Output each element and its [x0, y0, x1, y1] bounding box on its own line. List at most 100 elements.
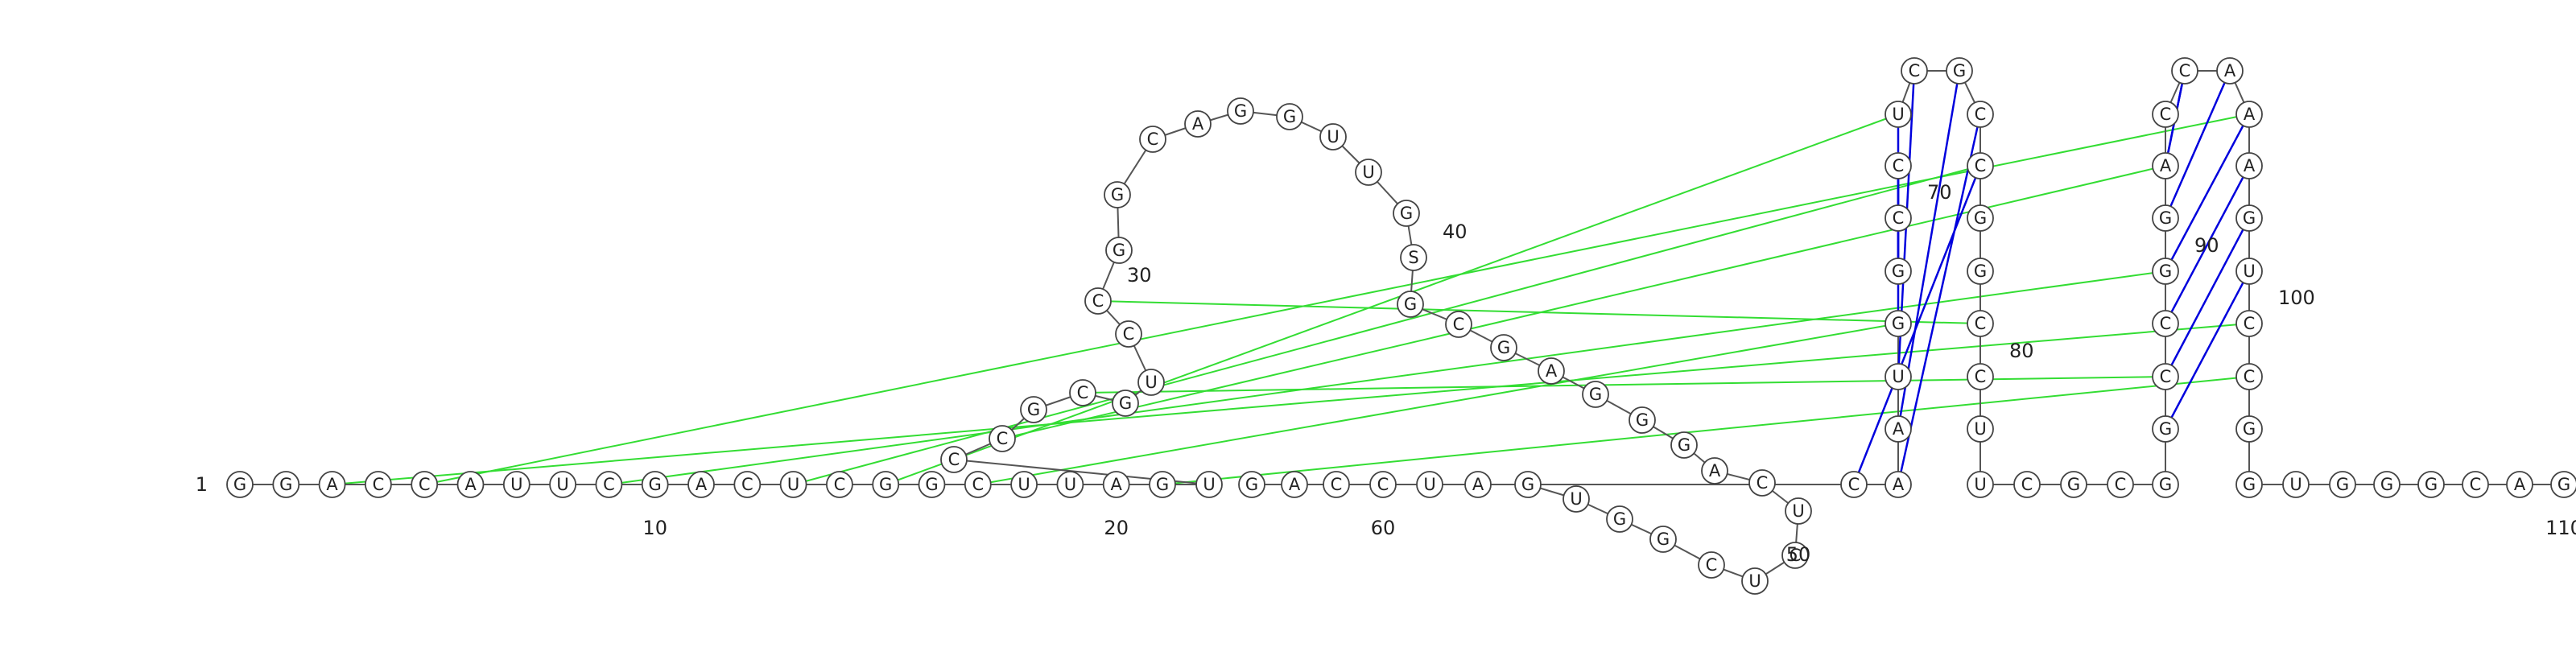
nucleotide: U [1885, 101, 1912, 128]
nucleotide-circle [411, 471, 439, 498]
nucleotide-letter: G [879, 475, 892, 494]
tertiary-interaction [793, 165, 1981, 485]
nucleotide-letter: G [1613, 509, 1626, 529]
nucleotide: C [1139, 126, 1166, 153]
nucleotide: U [1010, 471, 1038, 498]
nucleotide-circle [1748, 469, 1776, 497]
nucleotide-letter: C [1092, 291, 1104, 311]
nucleotide-circle [2152, 310, 2179, 337]
nucleotide-letter: A [2160, 156, 2172, 175]
nucleotide-circle [2013, 471, 2041, 498]
base-pair [2164, 70, 2231, 219]
nucleotide: C [2235, 363, 2263, 390]
nucleotide-letter: G [1678, 435, 1690, 455]
nucleotide: U [2282, 471, 2310, 498]
nucleotide-letter: C [741, 475, 753, 494]
nucleotide-letter: C [419, 475, 431, 494]
base-pair [2164, 270, 2251, 430]
nucleotide-letter: U [1974, 475, 1986, 494]
nucleotide-letter: A [1546, 361, 1558, 381]
nucleotide-circle [1445, 311, 1472, 338]
base-pair [2164, 113, 2251, 272]
nucleotide: G [1967, 204, 1994, 232]
nucleotide-letter: G [1521, 475, 1534, 494]
nucleotide-letter: G [2336, 475, 2349, 494]
nucleotide-letter: C [2160, 314, 2172, 333]
nucleotide-letter: G [2425, 475, 2438, 494]
nucleotide-letter: G [1657, 530, 1670, 549]
tertiary-interaction [1082, 376, 2166, 394]
nucleotide-letter: C [1909, 61, 1921, 80]
nucleotide: G [1276, 103, 1303, 130]
nucleotide-circle [595, 471, 623, 498]
nucleotide-circle [1393, 200, 1420, 227]
nucleotide-letter: G [2243, 208, 2256, 228]
nucleotide: C [2152, 310, 2179, 337]
nucleotide: C [989, 425, 1016, 452]
nucleotide-circle [1020, 396, 1047, 423]
nucleotide-circle [1319, 123, 1347, 151]
nucleotide-circle [364, 471, 392, 498]
nucleotide-circle [1139, 126, 1166, 153]
nucleotide: C [1323, 471, 1350, 498]
nucleotide: G [1967, 258, 1994, 285]
nucleotide-circle [1967, 204, 1994, 232]
nucleotide: C [1369, 471, 1397, 498]
nucleotide-circle [2152, 152, 2179, 179]
nucleotide-circle [872, 471, 900, 498]
nucleotide: C [1840, 471, 1868, 498]
nucleotide-letter: C [948, 450, 960, 469]
nucleotide-letter: C [1377, 475, 1389, 494]
nucleotide-circle [1967, 363, 1994, 390]
nucleotide: G [1946, 57, 1973, 85]
nucleotide-circle [1276, 103, 1303, 130]
nucleotide-letter: G [1119, 394, 1132, 413]
nucleotide-letter: C [2244, 314, 2256, 333]
nucleotide-letter: G [1589, 385, 1602, 404]
nucleotide: G [918, 471, 946, 498]
nucleotide-letter: U [1018, 475, 1030, 494]
nucleotide: C [1885, 152, 1912, 179]
nucleotide-circle [1084, 287, 1112, 315]
nucleotide-circle [1227, 97, 1254, 125]
nucleotide: G [1629, 406, 1656, 434]
nucleotide-letter: C [2179, 61, 2191, 80]
nucleotide-letter: S [1408, 248, 1418, 267]
nucleotide-circle [1416, 471, 1443, 498]
nucleotide-letter: A [326, 475, 338, 494]
nucleotide-letter: C [1757, 473, 1769, 493]
nucleotide-letter: G [1111, 185, 1124, 204]
nucleotide-letter: A [1893, 475, 1905, 494]
nucleotide-circle [1781, 542, 1809, 569]
nucleotide-circle [2235, 204, 2263, 232]
nucleotide: G [2373, 471, 2401, 498]
nucleotide-letter: C [2470, 475, 2482, 494]
nucleotide-letter: C [2244, 367, 2256, 386]
nucleotide-circle [1967, 101, 1994, 128]
nucleotide-letter: G [1953, 61, 1966, 80]
nucleotide: G [641, 471, 669, 498]
nucleotide: S [1400, 244, 1427, 271]
nucleotide: G [1885, 258, 1912, 285]
nucleotide-circle [826, 471, 853, 498]
nucleotide-circle [1885, 204, 1912, 232]
nucleotide: U [2235, 258, 2263, 285]
nucleotide-circle [549, 471, 576, 498]
nucleotide-circle [2550, 471, 2576, 498]
nucleotide-letter: G [649, 475, 662, 494]
nucleotide-circle [2152, 204, 2179, 232]
nucleotide-letter: C [972, 475, 984, 494]
nucleotide-circle [1840, 471, 1868, 498]
nucleotide-letter: A [1893, 419, 1905, 439]
nucleotide: C [1885, 204, 1912, 232]
nucleotide-letter: U [1892, 105, 1904, 124]
nucleotide-letter: G [2159, 262, 2172, 281]
nucleotide-circle [1397, 291, 1424, 318]
nucleotide-circle [1281, 471, 1308, 498]
nucleotide-circle [1967, 471, 1994, 498]
nucleotide-circle [2152, 363, 2179, 390]
nucleotide: A [2235, 101, 2263, 128]
nucleotide-letter: G [279, 475, 292, 494]
nucleotide-letter: G [2243, 475, 2256, 494]
